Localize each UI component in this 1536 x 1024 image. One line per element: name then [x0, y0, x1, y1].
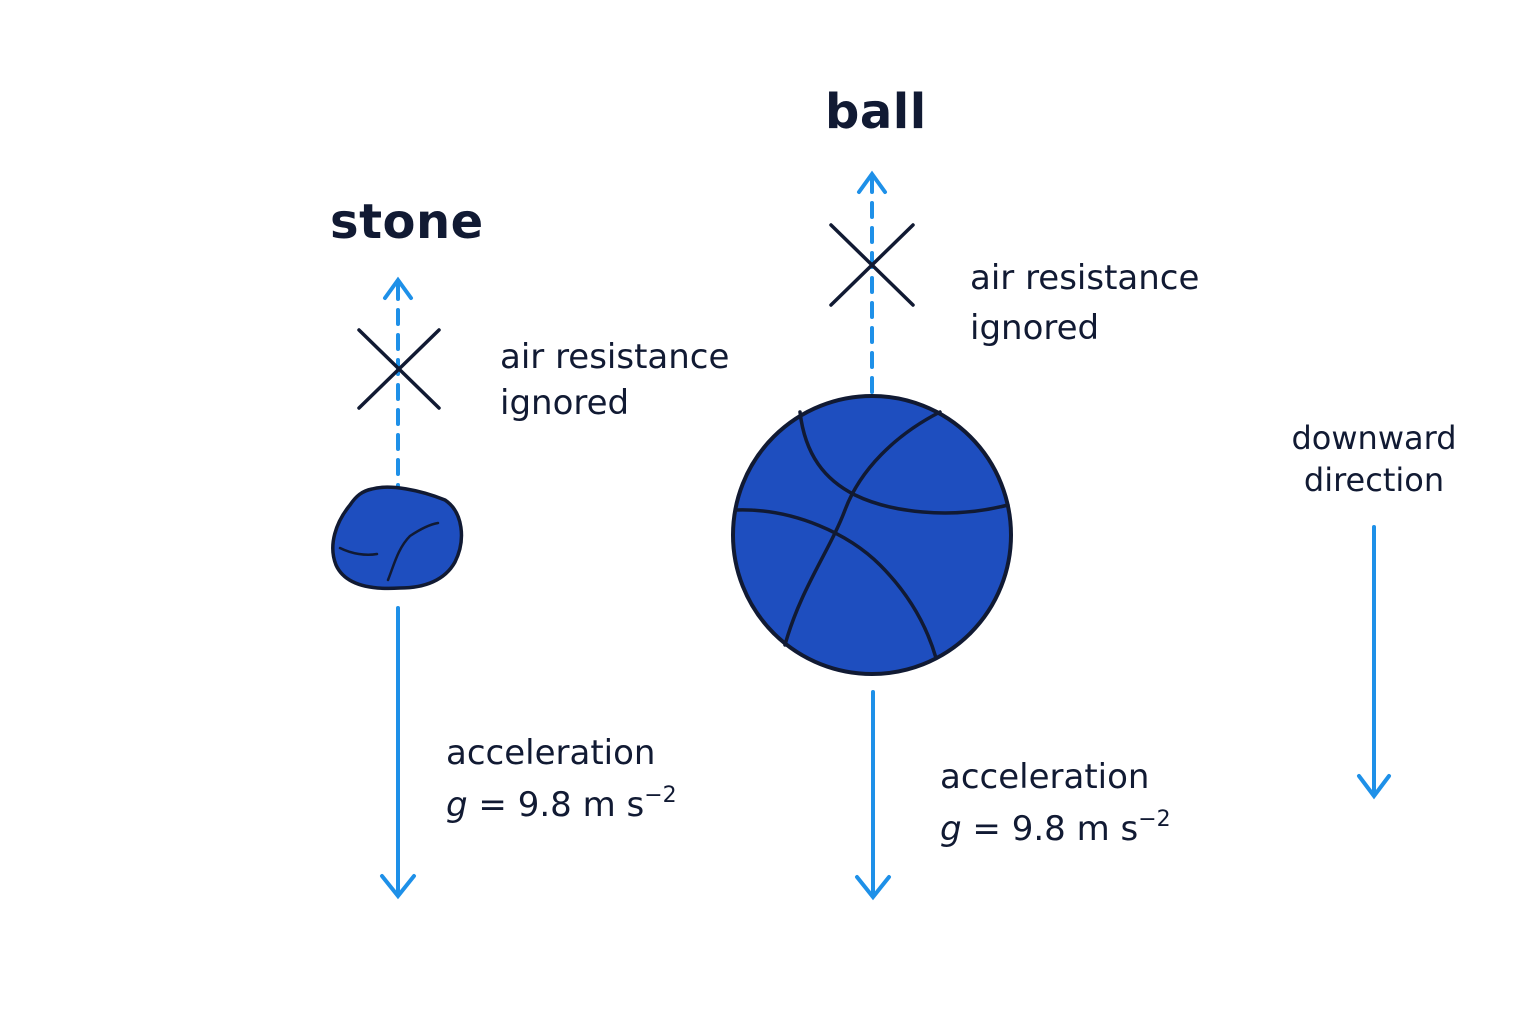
stone-icon [331, 485, 464, 591]
stone-g-value: = 9.8 m s [467, 785, 645, 825]
stone-air-line-1: air resistance [500, 337, 730, 377]
downward-direction-label: downward direction [1274, 417, 1474, 501]
stone-g-exponent: −2 [644, 783, 677, 808]
ball-air-resistance-label: air resistance ignored [970, 254, 1199, 352]
ball-acceleration-arrow [855, 690, 891, 901]
ball-acceleration-label: acceleration g = 9.8 m s−2 [940, 751, 1171, 855]
ball-air-line-2: ignored [970, 308, 1100, 348]
ball-g-exponent: −2 [1138, 807, 1171, 832]
stone-cross-icon [357, 328, 441, 410]
ball-cross-icon [829, 223, 915, 307]
direction-line-1: downward [1291, 419, 1457, 457]
ball-accel-text: acceleration [940, 757, 1150, 797]
ball-g-value: = 9.8 m s [961, 809, 1139, 849]
stone-acceleration-label: acceleration g = 9.8 m s−2 [446, 727, 677, 831]
ball-g-symbol: g [940, 809, 962, 849]
ball-air-resistance-arrow [857, 170, 887, 397]
ball-title: ball [825, 84, 927, 140]
ball-g-equation: g = 9.8 m s−2 [940, 803, 1171, 855]
ball-icon [731, 394, 1013, 676]
stone-accel-text: acceleration [446, 733, 656, 773]
ball-air-line-1: air resistance [970, 258, 1200, 298]
stone-air-line-2: ignored [500, 383, 630, 423]
stone-acceleration-arrow [380, 606, 416, 900]
direction-line-2: direction [1303, 461, 1445, 499]
stone-g-equation: g = 9.8 m s−2 [446, 779, 677, 831]
stone-air-resistance-label: air resistance ignored [500, 333, 729, 427]
downward-direction-arrow [1357, 525, 1391, 800]
stone-g-symbol: g [446, 785, 468, 825]
stone-title: stone [330, 194, 484, 250]
stone-air-resistance-arrow [383, 276, 413, 492]
